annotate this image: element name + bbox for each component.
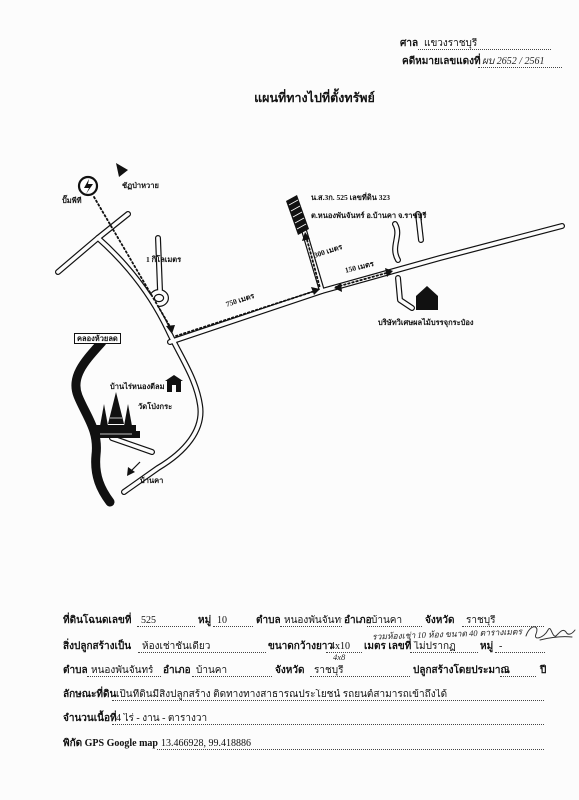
road-branch-north: [158, 238, 160, 290]
land-character-value: เป็นที่ดินมีสิ่งปลูกสร้าง ติดทางทางสาธาร…: [112, 689, 544, 701]
gps-value: 13.466928, 99.418886: [157, 738, 544, 750]
road-loop-fill: [150, 290, 168, 306]
route-dotted-300m: [305, 235, 321, 289]
route-arrowhead-5: [385, 268, 393, 277]
province-value: ราชบุรี: [462, 615, 544, 627]
direction-north-label: ชัฏป่าหวาย: [122, 181, 159, 190]
parcel-line1-label: น.ส.3ก. 525 เลขที่ดิน 323: [311, 193, 390, 202]
road-to-company: [398, 278, 412, 308]
road-branch-north-fill: [156, 236, 162, 292]
building-age-unit: ปี: [540, 665, 547, 676]
case-number-value: ผบ 2652 / 2561: [478, 56, 562, 68]
deed-number-label: ที่ดินโฉนดเลขที่: [63, 615, 132, 626]
canal-river: [71, 337, 115, 507]
case-number-label: คดีหมายเลขแดงที่: [402, 56, 481, 67]
road-to-company-fill: [396, 276, 414, 310]
school-icon: [165, 375, 183, 392]
land-area-label: จำนวนเนื้อที่: [63, 713, 117, 724]
building-age-value: 5: [500, 665, 536, 677]
canal-label: คลองห้วยลด: [74, 333, 121, 344]
amphoe-value: บ้านคา: [367, 615, 422, 627]
route-arrowhead-2: [311, 287, 320, 295]
route-arrowhead-4: [334, 283, 342, 292]
route-arrowhead-1: [166, 325, 175, 334]
road-branch-curve-fill: [393, 222, 400, 262]
court-label: ศาล: [400, 38, 419, 49]
tambon-label-2: ตำบล: [63, 665, 88, 676]
roads-outline: [58, 210, 562, 492]
moo-label: หมู่: [198, 615, 212, 626]
roads-fill: [56, 208, 564, 494]
road-loop: [152, 292, 166, 304]
land-area-value: 4 ไร่ - งาน - ตารางวา: [112, 713, 544, 725]
temple-icon: [92, 392, 140, 438]
school-label: บ้านไร่หนองตีลม: [110, 382, 165, 391]
distance-300m-label: 300 เมตร: [312, 242, 344, 260]
province-label: จังหวัด: [425, 615, 455, 626]
road-east: [170, 226, 562, 342]
moo-label-2: หมู่: [480, 641, 494, 652]
court-value: แขวงราชบุรี: [418, 38, 551, 50]
property-parcel-icon: [286, 195, 309, 235]
building-type-label: สิ่งปลูกสร้างเป็น: [63, 641, 132, 652]
distance-1km-label: 1 กิโลเมตร: [146, 255, 182, 264]
land-character-label: ลักษณะที่ดิน: [63, 689, 117, 700]
route-arrowhead-3: [302, 232, 310, 241]
road-branch-curve: [395, 224, 398, 260]
building-type-value: ห้องเช่าชั้นเดียว: [138, 641, 266, 653]
house-number-label: เมตร เลขที่: [364, 641, 412, 652]
distance-750m-label: 750 เมตร: [224, 291, 256, 309]
road-northwest: [58, 214, 128, 272]
road-main: [98, 238, 201, 492]
amphoe-label: อำเภอ: [344, 615, 372, 626]
amphoe-value-2: บ้านคา: [192, 665, 272, 677]
tambon-label: ตำบล: [256, 615, 281, 626]
moo-value-2: -: [495, 641, 545, 653]
gas-station-label: ปั๊มพีที: [62, 196, 82, 205]
moo-value: 10: [213, 615, 253, 627]
page-title: แผนที่ทางไปที่ตั้งทรัพย์: [254, 91, 375, 105]
province-label-2: จังหวัด: [275, 665, 305, 676]
company-label: บริษัทวิเศษผลไม้บรรจุกระป๋อง: [378, 318, 474, 327]
size-value: 4x10: [326, 641, 362, 653]
parcel-line2-label: ต.หนองพันจันทร์ อ.บ้านคา จ.ราชบุรี: [311, 211, 427, 220]
size-label: ขนาดกว้างยาว: [268, 641, 334, 652]
tambon-value-2: หนองพันจันทร์: [87, 665, 161, 677]
gas-station-icon: [77, 175, 99, 197]
gps-label: พิกัด GPS Google map: [63, 738, 158, 749]
road-branch-south: [112, 438, 152, 452]
distance-150m-label: 150 เมตร: [343, 258, 375, 275]
route-dotted-150m: [335, 271, 391, 288]
house-number-value: ไม่ปรากฏ: [410, 641, 478, 653]
south-arrow-icon: [127, 461, 141, 476]
road-branch-south-fill: [110, 436, 154, 454]
temple-label: วัดโป่งกระ: [138, 402, 173, 411]
tambon-value: หนองพันจันทร์: [280, 615, 342, 627]
direction-arrow-icon: [116, 163, 128, 177]
deed-number-value: 525: [137, 615, 195, 627]
amphoe-label-2: อำเภอ: [163, 665, 191, 676]
road-northwest-fill: [56, 212, 130, 274]
size-handwritten: 4x8: [333, 652, 346, 662]
signature-mark: [525, 626, 576, 641]
province-value-2: ราชบุรี: [310, 665, 410, 677]
factory-icon: [416, 286, 438, 310]
road-main-fill: [96, 236, 203, 494]
road-east-fill: [168, 224, 564, 344]
building-age-label: ปลูกสร้างโดยประมาณ: [413, 665, 510, 676]
direction-south-label: บ้านคา: [140, 476, 164, 485]
